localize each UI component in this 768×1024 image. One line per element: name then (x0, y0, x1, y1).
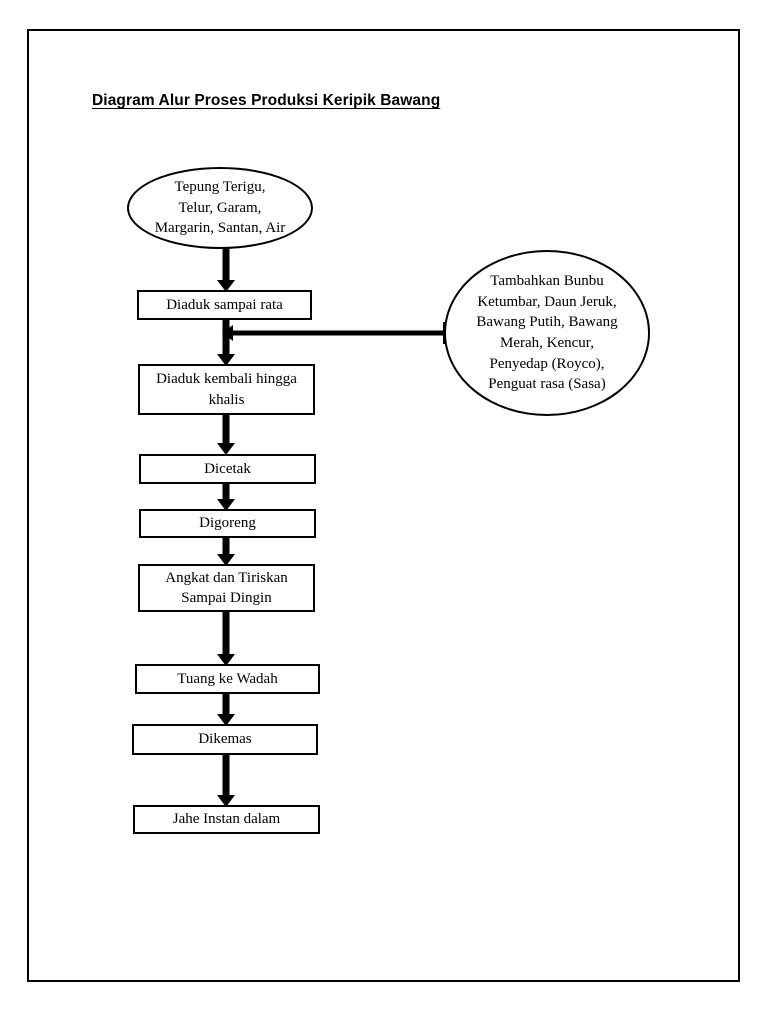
node-step-5[interactable]: Angkat dan Tiriskan Sampai Dingin (138, 564, 315, 612)
node-seasoning-line-5: Penyedap (Royco), (489, 355, 605, 372)
node-inputs-line-2: Telur, Garam, (178, 199, 262, 216)
node-seasoning-line-4: Merah, Kencur, (500, 335, 594, 351)
node-step-2-line-2: khalis (208, 391, 245, 408)
node-step-1[interactable]: Diaduk sampai rata (137, 290, 312, 320)
node-step-4-label: Digoreng (199, 515, 256, 532)
node-step-7[interactable]: Dikemas (132, 724, 318, 755)
node-inputs-label: Tepung Terigu, Telur, Garam, Margarin, S… (141, 177, 300, 239)
node-seasoning-label: Tambahkan Bunbu Ketumbar, Daun Jeruk, Ba… (462, 271, 631, 395)
node-step-5-line-2: Sampai Dingin (181, 590, 272, 606)
node-seasoning-line-3: Bawang Putih, Bawang (476, 314, 618, 331)
arrow-step-3-to-step-4 (213, 482, 239, 511)
node-inputs[interactable]: Tepung Terigu, Telur, Garam, Margarin, S… (127, 167, 313, 249)
node-seasoning-line-2: Ketumbar, Daun Jeruk, (477, 293, 617, 310)
node-seasoning-line-6: Penguat rasa (Sasa) (488, 376, 606, 393)
node-step-4[interactable]: Digoreng (139, 509, 316, 538)
arrow-step-7-to-step-8 (213, 753, 239, 807)
arrow-seasoning-to-step-2 (222, 322, 447, 344)
arrow-step-4-to-step-5 (213, 536, 239, 566)
node-step-6[interactable]: Tuang ke Wadah (135, 664, 320, 694)
node-step-3-label: Dicetak (204, 460, 251, 477)
node-step-3[interactable]: Dicetak (139, 454, 316, 484)
node-inputs-line-1: Tepung Terigu, (174, 178, 266, 195)
node-step-5-label: Angkat dan Tiriskan Sampai Dingin (165, 568, 288, 609)
node-step-2-label: Diaduk kembali hingga khalis (156, 369, 297, 410)
node-step-6-label: Tuang ke Wadah (177, 670, 278, 687)
arrow-step-5-to-step-6 (213, 610, 239, 666)
arrow-inputs-to-step-1 (213, 246, 239, 292)
arrow-step-2-to-step-3 (213, 413, 239, 455)
node-step-8-label: Jahe Instan dalam (172, 811, 281, 828)
node-step-7-label: Dikemas (198, 731, 252, 748)
node-seasoning-line-1: Tambahkan Bunbu (490, 272, 604, 289)
node-step-8[interactable]: Jahe Instan dalam (133, 805, 320, 834)
node-step-2-line-1: Diaduk kembali hingga (156, 371, 297, 388)
node-inputs-line-3: Margarin, Santan, Air (154, 220, 286, 237)
arrow-step-6-to-step-7 (213, 692, 239, 726)
node-step-5-line-1: Angkat dan Tiriskan (165, 569, 288, 586)
page-title: Diagram Alur Proses Produksi Keripik Baw… (92, 92, 441, 109)
node-seasoning[interactable]: Tambahkan Bunbu Ketumbar, Daun Jeruk, Ba… (444, 250, 650, 416)
node-step-2[interactable]: Diaduk kembali hingga khalis (138, 364, 315, 415)
node-step-1-label: Diaduk sampai rata (166, 296, 283, 313)
